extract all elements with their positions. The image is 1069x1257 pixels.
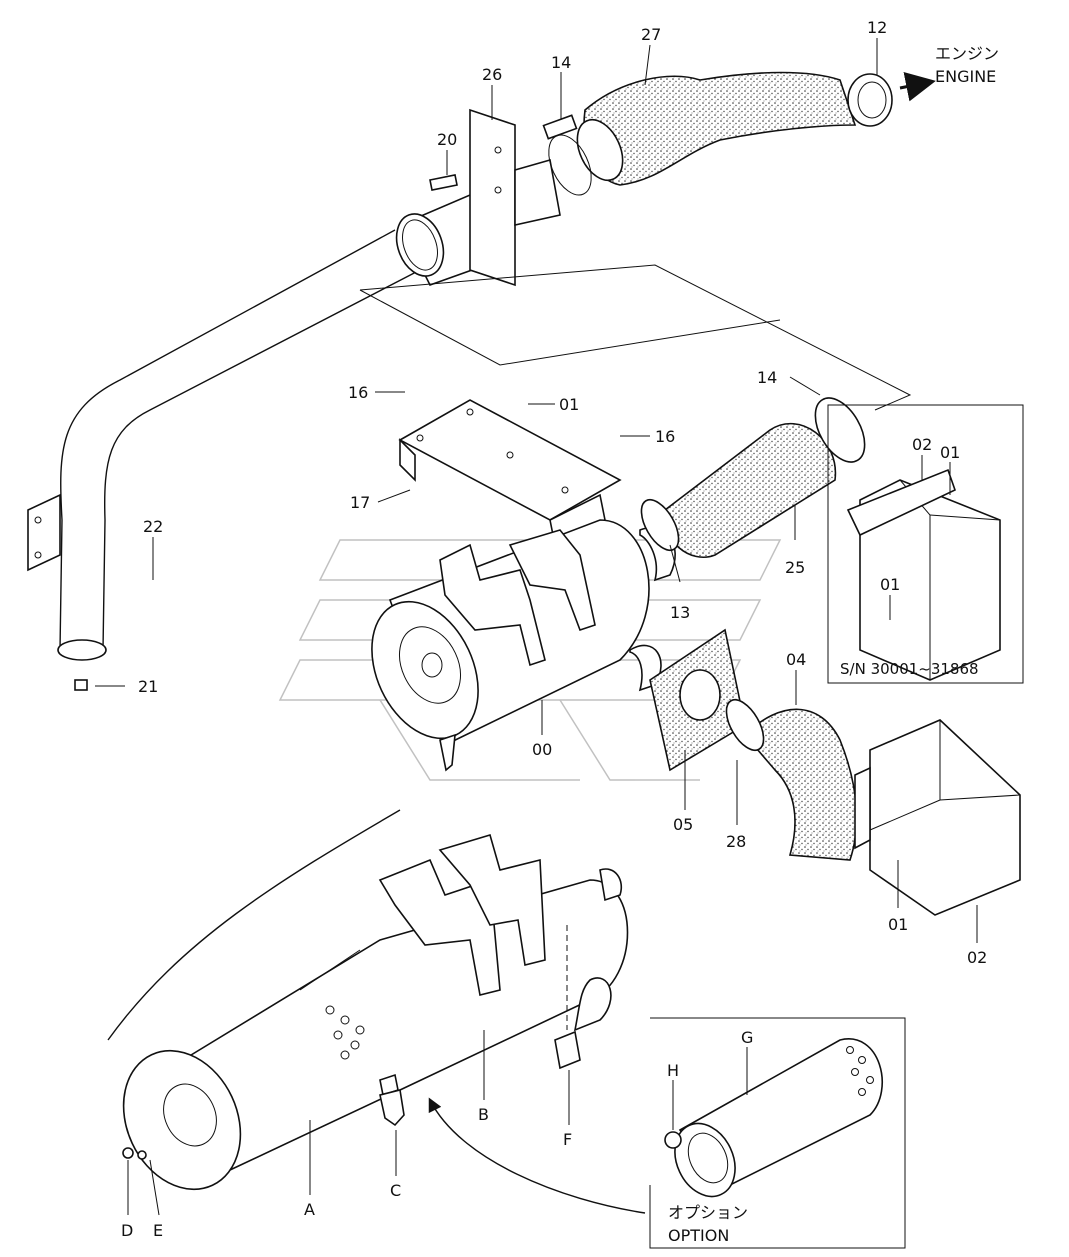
callout-01-box-top: 01 <box>940 443 960 462</box>
hose-27 <box>542 71 893 196</box>
callout-26: 26 <box>482 65 502 84</box>
part-C <box>379 1089 405 1127</box>
part-D-E <box>122 1147 147 1160</box>
callout-01: 01 <box>559 395 579 414</box>
callout-04: 04 <box>786 650 806 669</box>
guide-line <box>359 264 912 411</box>
callout-14: 14 <box>551 53 571 72</box>
callout-12: 12 <box>867 18 887 37</box>
callout-16-right: 16 <box>655 427 675 446</box>
part-F <box>554 925 581 1070</box>
callout-17: 17 <box>350 493 370 512</box>
callout-E: E <box>153 1221 163 1240</box>
elbow-04 <box>725 698 858 861</box>
callout-22: 22 <box>143 517 163 536</box>
callout-G: G <box>741 1028 753 1047</box>
serial-note: S/N 30001~31868 <box>840 660 979 678</box>
sn-box <box>827 404 1024 684</box>
pad-05 <box>649 628 746 772</box>
guide-line-2 <box>359 289 781 366</box>
engine-label-en: ENGINE <box>935 67 996 86</box>
callout-F: F <box>563 1130 572 1149</box>
callout-C: C <box>390 1181 401 1200</box>
engine-arrow <box>899 71 936 102</box>
callout-01-lower: 01 <box>888 915 908 934</box>
engine-label-jp: エンジン <box>935 44 999 63</box>
pipe-collar <box>395 108 561 287</box>
option-label-jp: オプション <box>668 1203 748 1222</box>
option-box <box>428 1017 906 1249</box>
callout-02-box: 02 <box>912 435 932 454</box>
cover-02 <box>854 719 1021 916</box>
callout-05: 05 <box>673 815 693 834</box>
option-label-en: OPTION <box>668 1226 729 1245</box>
bracket-17 <box>398 399 622 547</box>
callout-21: 21 <box>138 677 158 696</box>
callout-A: A <box>304 1200 315 1219</box>
leader-lines <box>95 38 978 1216</box>
callout-25: 25 <box>785 558 805 577</box>
callout-28: 28 <box>726 832 746 851</box>
hose-25 <box>640 397 866 558</box>
callout-20: 20 <box>437 130 457 149</box>
intake-pipe <box>27 229 421 691</box>
callout-16: 16 <box>348 383 368 402</box>
callout-02-lower: 02 <box>967 948 987 967</box>
callout-B: B <box>478 1105 489 1124</box>
callout-14-right: 14 <box>757 368 777 387</box>
callout-01-box-mid: 01 <box>880 575 900 594</box>
callout-13: 13 <box>670 603 690 622</box>
callout-00: 00 <box>532 740 552 759</box>
callout-H: H <box>667 1061 679 1080</box>
callout-D: D <box>121 1221 133 1240</box>
callout-27: 27 <box>641 25 661 44</box>
air-cleaner-cutaway <box>107 809 629 1191</box>
